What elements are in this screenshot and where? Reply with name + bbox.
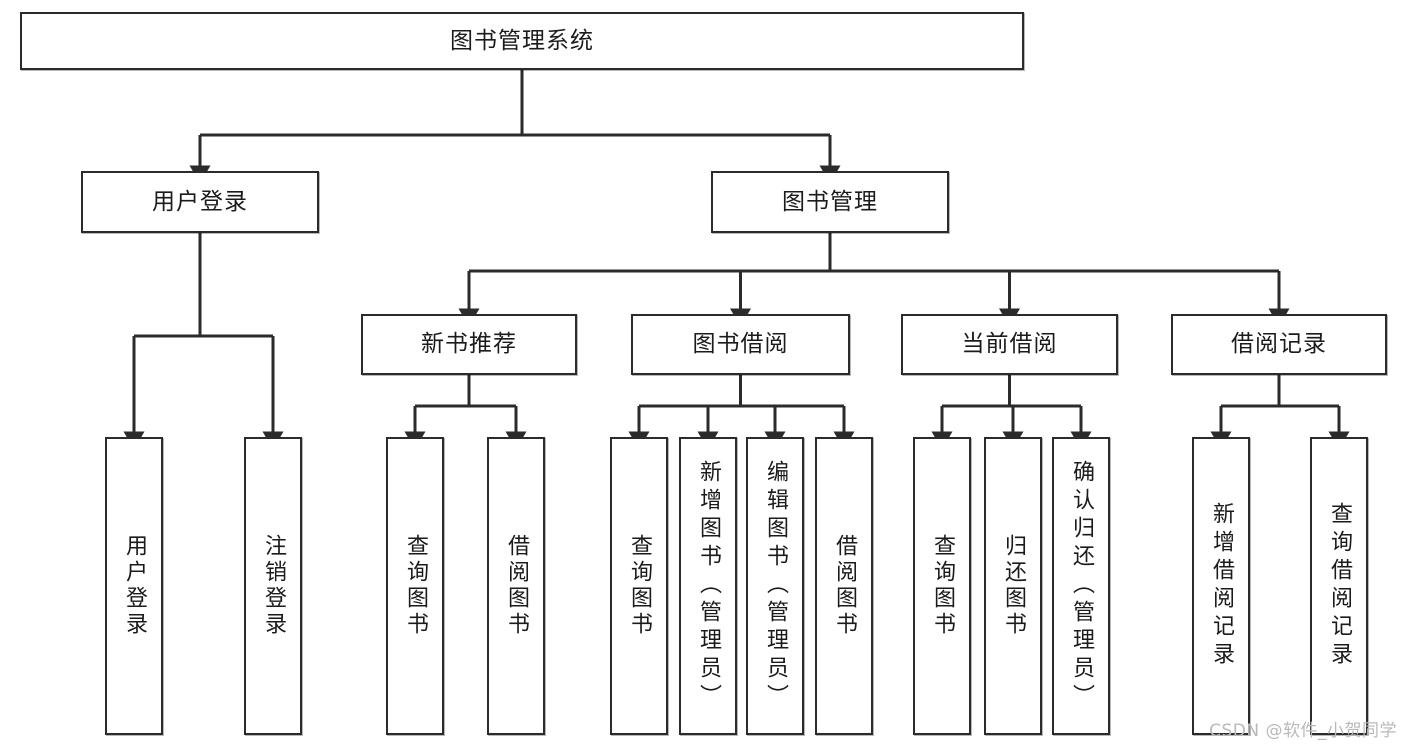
node-label: 新增图书（管理员） — [696, 460, 721, 712]
node-leaf-query-book[interactable]: 查询图书 — [610, 437, 668, 735]
node-current-borrow[interactable]: 当前借阅 — [901, 314, 1118, 375]
node-book-manage[interactable]: 图书管理 — [711, 171, 949, 233]
node-label: 查询借阅记录 — [1327, 502, 1352, 670]
node-leaf-query-book-cur[interactable]: 查询图书 — [913, 437, 971, 735]
node-leaf-query-book-rec[interactable]: 查询图书 — [386, 437, 444, 735]
node-root[interactable]: 图书管理系统 — [20, 12, 1024, 70]
node-label: 当前借阅 — [961, 331, 1058, 358]
node-book-borrow[interactable]: 图书借阅 — [631, 314, 850, 375]
node-leaf-edit-book[interactable]: 编辑图书（管理员） — [746, 437, 804, 735]
node-label: 图书管理 — [782, 188, 878, 215]
node-label: 用户登录 — [152, 188, 248, 215]
node-borrow-record[interactable]: 借阅记录 — [1171, 314, 1387, 375]
node-leaf-query-record[interactable]: 查询借阅记录 — [1310, 437, 1368, 735]
node-label: 借阅图书 — [832, 534, 857, 638]
node-leaf-borrow-book[interactable]: 借阅图书 — [815, 437, 873, 735]
node-leaf-user-login[interactable]: 用户登录 — [105, 437, 163, 735]
node-label: 确认归还（管理员） — [1069, 460, 1094, 712]
node-leaf-return-book[interactable]: 归还图书 — [984, 437, 1042, 735]
node-leaf-confirm-return[interactable]: 确认归还（管理员） — [1052, 437, 1110, 735]
node-leaf-borrow-book-rec[interactable]: 借阅图书 — [487, 437, 545, 735]
node-label: 注销登录 — [261, 534, 286, 638]
node-label: 查询图书 — [403, 534, 428, 638]
node-label: 查询图书 — [930, 534, 955, 638]
node-new-book-rec[interactable]: 新书推荐 — [361, 314, 577, 375]
node-label: 用户登录 — [122, 534, 147, 638]
node-user-login[interactable]: 用户登录 — [81, 171, 319, 233]
node-leaf-add-book[interactable]: 新增图书（管理员） — [679, 437, 737, 735]
node-label: 图书借阅 — [692, 331, 789, 358]
node-leaf-add-record[interactable]: 新增借阅记录 — [1192, 437, 1250, 735]
watermark-text: CSDN @软件_小贺同学 — [1209, 721, 1397, 741]
node-label: 借阅记录 — [1231, 331, 1327, 358]
node-label: 归还图书 — [1001, 534, 1026, 638]
node-leaf-user-logout[interactable]: 注销登录 — [244, 437, 302, 735]
node-label: 查询图书 — [627, 534, 652, 638]
node-label: 借阅图书 — [504, 534, 529, 638]
node-label: 新增借阅记录 — [1209, 502, 1234, 670]
node-label: 新书推荐 — [421, 331, 517, 358]
node-label: 图书管理系统 — [450, 27, 594, 54]
node-label: 编辑图书（管理员） — [763, 460, 788, 712]
